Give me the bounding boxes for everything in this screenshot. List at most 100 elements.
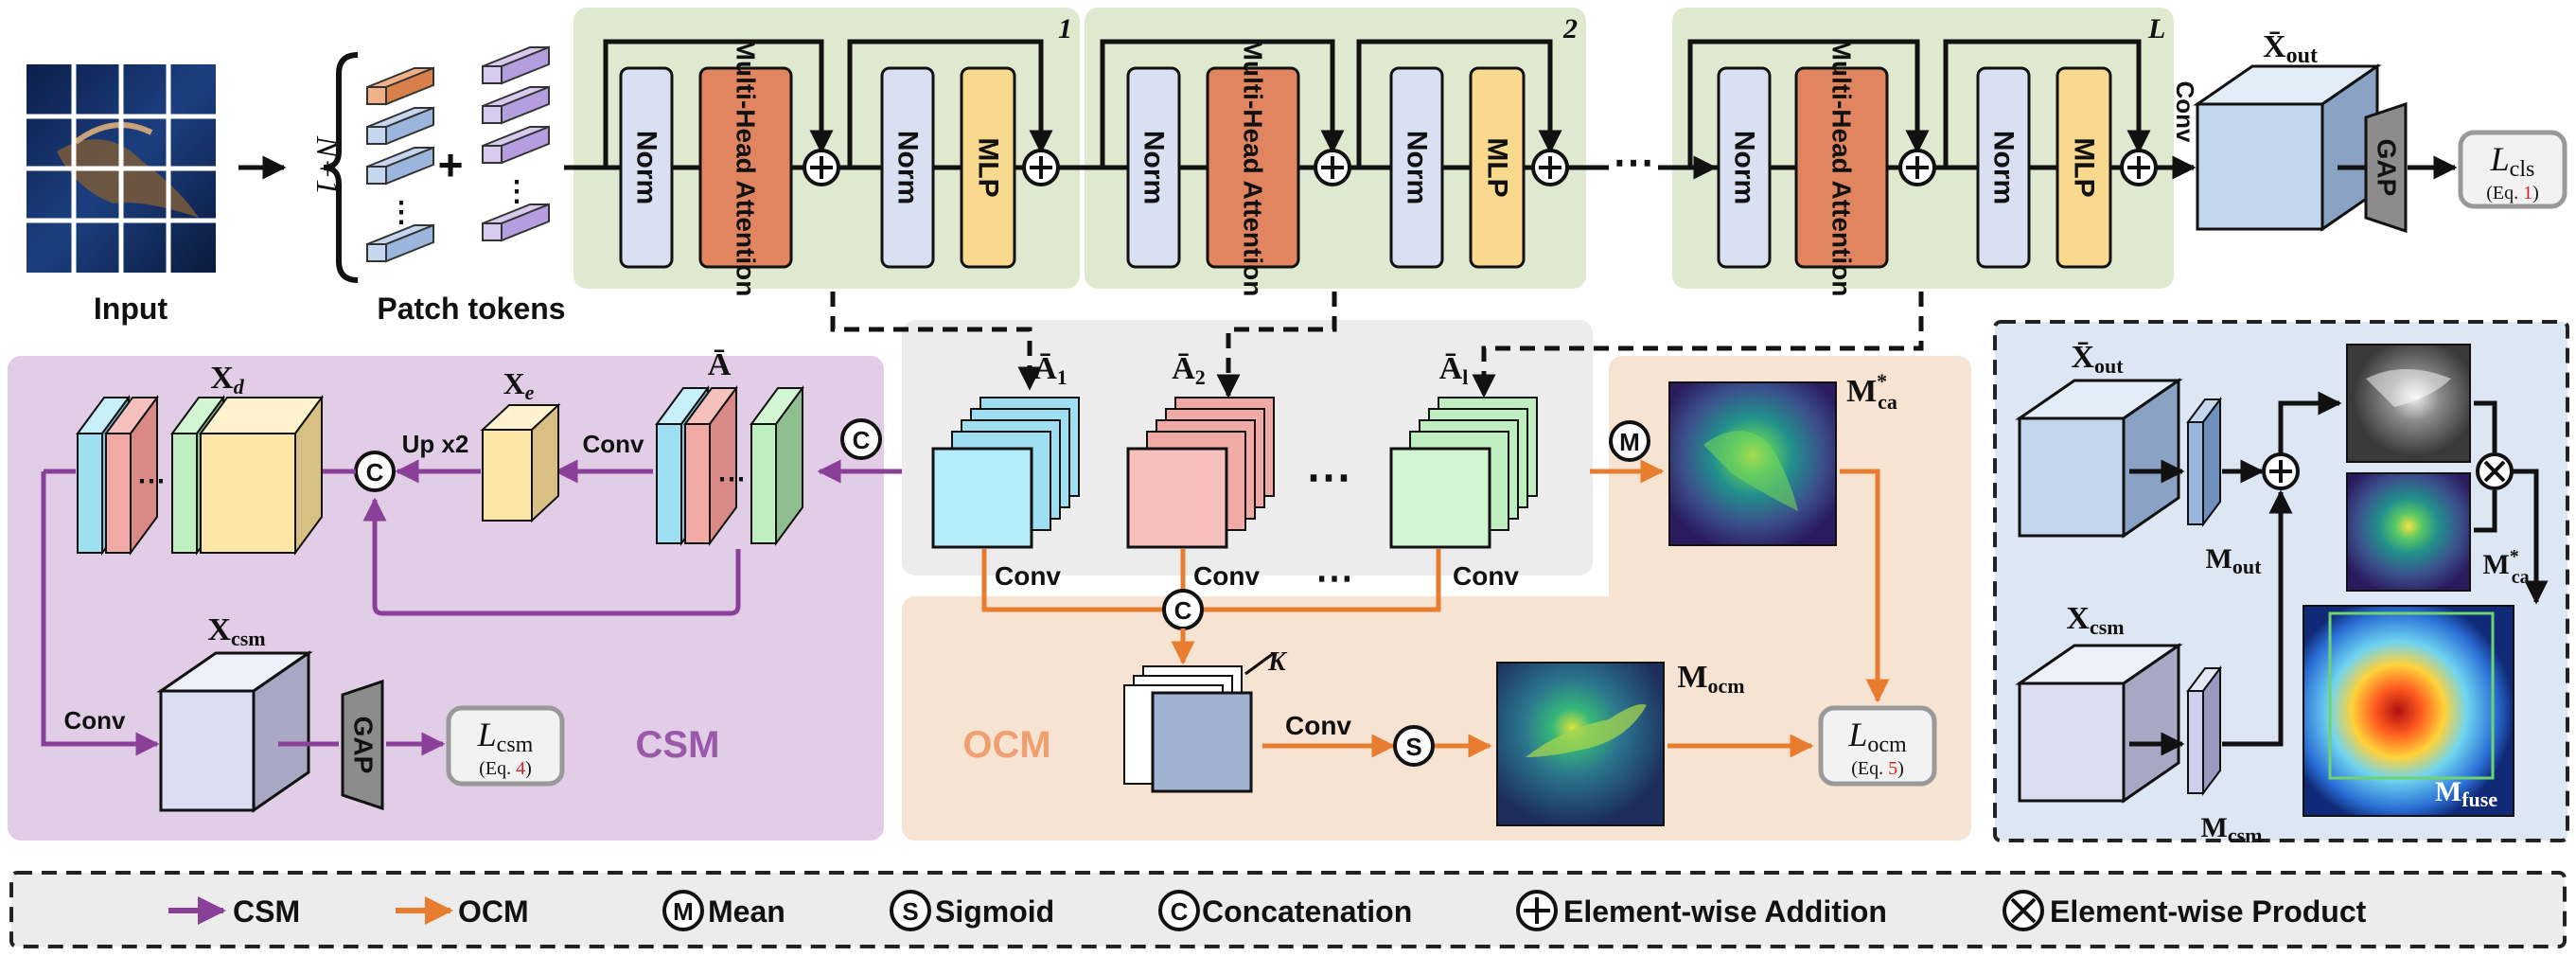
ocm-flow-3 (1202, 549, 1441, 612)
block-1-attention (698, 66, 793, 269)
block-1-mlp-label: MLP (973, 137, 1004, 197)
block-1-norm-1 (619, 66, 674, 269)
svg-text:M: M (1619, 428, 1640, 456)
block-L-skip-1 (1687, 39, 1930, 168)
legend-product-label: Element-wise Product (2050, 894, 2367, 929)
dash-link-1 (830, 292, 1042, 391)
block-L-mlp (2056, 66, 2112, 269)
svg-text:C: C (853, 426, 871, 454)
dash-link-2 (1216, 292, 1337, 398)
block-2-norm-1-label: Norm (1138, 131, 1170, 204)
attention-stack-2 (1126, 397, 1275, 549)
csm-conv-left-label: Conv (64, 706, 127, 735)
transformer-block-1: Norm Multi-Head Attention Norm MLP 1 (564, 13, 1072, 296)
block-1-mlp (960, 66, 1016, 269)
plus-symbol: + (438, 140, 464, 189)
block-2-mlp-label: MLP (1482, 137, 1513, 197)
svg-text:S: S (1405, 733, 1421, 761)
legend-product-icon (2003, 890, 2044, 931)
block-1-skip-2 (847, 39, 1053, 168)
block-L-add-2-icon (2120, 149, 2158, 186)
ocm-conv-label: Conv (1285, 711, 1351, 740)
conv-dots: ⋯ (1315, 558, 1353, 599)
csm-conv-label: Conv (583, 430, 645, 458)
input-label: Input (94, 292, 168, 326)
csm-concat-icon: C (840, 418, 882, 460)
gray-to-product-line (2474, 400, 2497, 452)
svg-text:C: C (1174, 596, 1192, 625)
fusion-add-icon (2262, 452, 2300, 490)
legend-csm-label: CSM (233, 894, 300, 929)
legend-ocm-label: OCM (458, 894, 529, 929)
a2-label: Ā2 (1172, 351, 1206, 389)
lcsm-box (446, 705, 565, 787)
conv-label-2: Conv (1193, 561, 1260, 591)
svg-text:S: S (902, 897, 918, 926)
mca-to-product-line (2474, 490, 2497, 533)
block-1-add-2-icon (1022, 149, 1060, 186)
block-2-norm-1 (1126, 66, 1181, 269)
csm-gap-block (341, 679, 384, 811)
legend-add-icon (1516, 890, 1558, 931)
top-gap-block (2364, 101, 2408, 234)
fusion-product-icon (2476, 452, 2514, 490)
add-to-gray-arrow (2278, 391, 2342, 454)
sigmoid-icon: S (1393, 725, 1435, 767)
block-1-skip-1 (603, 39, 834, 168)
mout-slab (2186, 397, 2222, 527)
fusion-xcsm-label: Xcsm (2066, 601, 2124, 639)
block-2-skip-1 (1100, 39, 1345, 168)
block-2-add-2-icon (1531, 149, 1569, 186)
block-1-norm-2-label: Norm (892, 131, 924, 204)
mout-label: Mout (2206, 543, 2263, 578)
legend-add-label: Element-wise Addition (1563, 894, 1887, 929)
abar-stack (655, 384, 804, 547)
conv-label-1: Conv (995, 561, 1061, 591)
csm-title: CSM (636, 724, 720, 766)
block-2-norm-2 (1389, 66, 1444, 269)
legend-panel (9, 871, 2567, 948)
al-label: Āl (1439, 351, 1469, 389)
position-token-bars (482, 45, 550, 242)
block-1-norm-2 (880, 66, 935, 269)
fusion-mca-map (2346, 472, 2471, 592)
xout-cube (2193, 63, 2382, 232)
fusion-xcsm-cube (2015, 643, 2183, 804)
block-2-attention-label: Multi-Head Attention (1239, 39, 1268, 297)
lcsm-eq: (Eq. 4) (479, 758, 532, 779)
ocm-k-stack (1123, 665, 1253, 793)
ocm-title: OCM (962, 724, 1050, 766)
block-1-add-1-icon (803, 149, 840, 186)
block-L-norm-1 (1717, 66, 1772, 269)
locm-label: Locm (1847, 716, 1907, 757)
lcls-box (2458, 130, 2567, 209)
block-L-norm-2 (1976, 66, 2031, 269)
attention-dots: ⋯ (1306, 452, 1351, 503)
block-L-skip-2 (1943, 39, 2151, 168)
mcsm-to-add-arrow (2222, 489, 2293, 747)
block-1-attention-label: Multi-Head Attention (732, 39, 761, 297)
mcsm-label: Mcsm (2201, 812, 2263, 847)
block-L-norm-1-label: Norm (1729, 131, 1760, 204)
upx2-label: Up x2 (402, 430, 469, 458)
lcls-eq: (Eq. 1) (2486, 183, 2539, 204)
mean-icon: M (1609, 420, 1650, 462)
lcls-label: Lcls (2490, 140, 2535, 182)
mcsm-slab (2186, 665, 2222, 796)
position-dots: ⋮ (503, 176, 531, 207)
input-image (26, 64, 216, 273)
abar-dots: ⋯ (717, 464, 746, 495)
block-L-attention (1794, 66, 1889, 269)
ocm-concat-icon: C (1162, 589, 1204, 630)
fusion-xout-cube (2015, 378, 2183, 539)
block-2-skip-2 (1356, 39, 1562, 168)
k-label: K (1267, 647, 1288, 677)
top-gap-label: GAP (2373, 139, 2402, 197)
block-L-index: L (2147, 13, 2165, 44)
svg-text:C: C (366, 458, 384, 487)
fuse-heatmap (2303, 605, 2514, 817)
csm-gap-label: GAP (349, 717, 379, 774)
top-xout-label: X̄out (2263, 29, 2318, 68)
mca-label: M*ca (1846, 369, 1897, 414)
